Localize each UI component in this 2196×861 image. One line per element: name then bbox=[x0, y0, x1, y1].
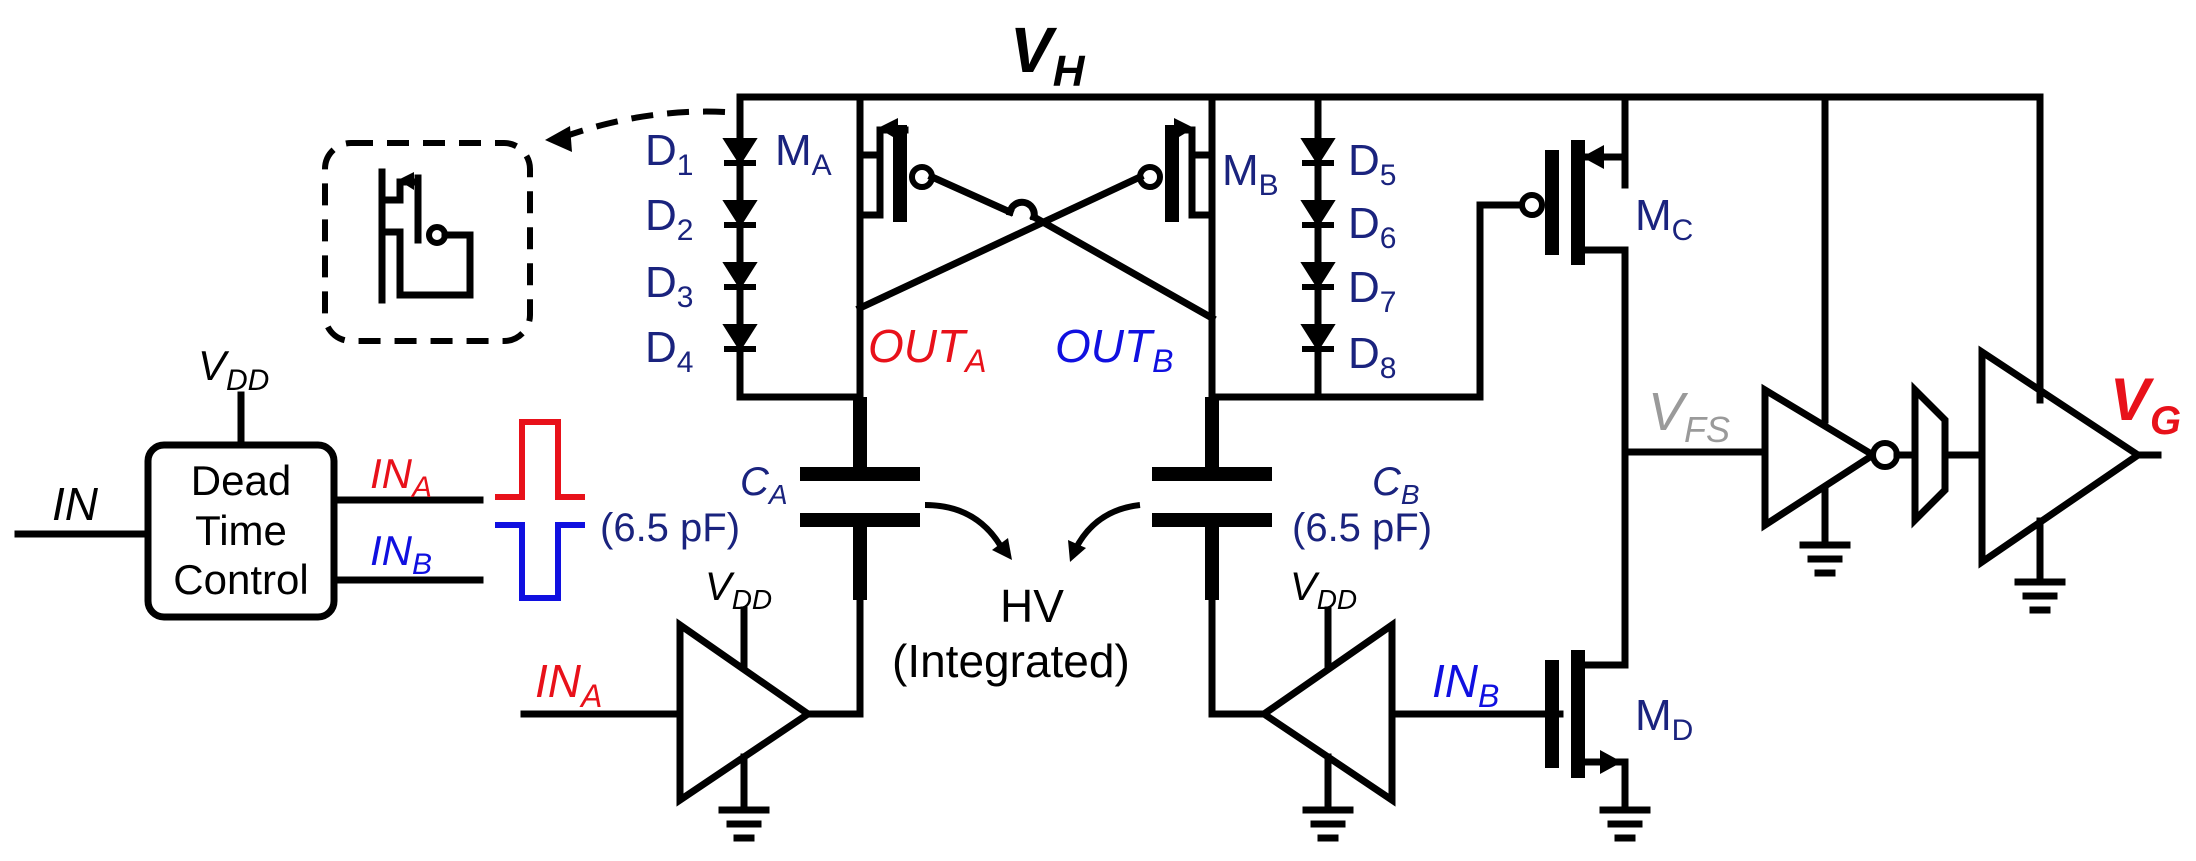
hv-label: HV bbox=[1000, 580, 1064, 632]
diode-stack-left bbox=[722, 93, 864, 401]
vfs-label: VFS bbox=[1648, 382, 1730, 450]
dead-label: Dead bbox=[191, 457, 291, 504]
mb-label: MB bbox=[1222, 146, 1279, 202]
out-b-label: OUTB bbox=[1055, 320, 1173, 379]
transistor-ma bbox=[856, 93, 935, 401]
d7-label: D7 bbox=[1348, 263, 1396, 319]
out-a-label: OUTA bbox=[868, 320, 986, 379]
capacitor-ca bbox=[800, 397, 920, 718]
d3-label: D3 bbox=[645, 258, 693, 314]
transistor-md bbox=[1545, 636, 1651, 842]
cb-label: CB bbox=[1372, 460, 1420, 510]
ma-label: MA bbox=[775, 126, 832, 182]
output-stage bbox=[1621, 345, 2162, 614]
ca-value: (6.5 pF) bbox=[600, 506, 740, 550]
in-a-driver-label: INA bbox=[535, 655, 602, 714]
dead-time-control-block bbox=[14, 391, 484, 621]
driver-b bbox=[1208, 606, 1564, 842]
mc-label: MC bbox=[1635, 191, 1693, 247]
hv-integrated-label: (Integrated) bbox=[892, 635, 1130, 687]
diode-inset bbox=[322, 108, 726, 344]
in-b-driver-label: INB bbox=[1432, 655, 1499, 714]
capacitor-cb bbox=[1152, 393, 1484, 718]
vg-label: VG bbox=[2110, 366, 2181, 443]
in-label: IN bbox=[52, 478, 99, 530]
d4-label: D4 bbox=[645, 323, 693, 379]
in-a-waveform bbox=[495, 419, 585, 500]
d5-label: D5 bbox=[1348, 136, 1396, 192]
d1-label: D1 bbox=[645, 126, 693, 182]
d8-label: D8 bbox=[1348, 329, 1396, 385]
diode-labels-left: D1 D2 D3 D4 bbox=[645, 126, 693, 379]
control-label: Control bbox=[173, 556, 308, 603]
in-a-block-label: INA bbox=[370, 450, 432, 504]
hv-arrows bbox=[924, 502, 1141, 562]
vh-label: VH bbox=[1010, 14, 1086, 96]
diode-stack-right bbox=[1300, 93, 1336, 401]
driver-a bbox=[520, 606, 864, 842]
d2-label: D2 bbox=[645, 191, 693, 247]
cross-coupling-wires bbox=[855, 172, 1217, 323]
transistor-mc bbox=[1476, 93, 1629, 644]
in-b-block-label: INB bbox=[370, 527, 432, 581]
cb-value: (6.5 pF) bbox=[1292, 506, 1432, 550]
time-label: Time bbox=[195, 507, 287, 554]
ca-label: CA bbox=[740, 460, 788, 510]
diode-labels-right: D5 D6 D7 D8 bbox=[1348, 136, 1396, 385]
vdd-b-label: VDD bbox=[1290, 565, 1357, 615]
vdd-top-label: VDD bbox=[198, 342, 269, 397]
in-b-waveform bbox=[495, 522, 585, 601]
md-label: MD bbox=[1635, 691, 1693, 747]
vdd-a-label: VDD bbox=[705, 565, 772, 615]
d6-label: D6 bbox=[1348, 199, 1396, 255]
